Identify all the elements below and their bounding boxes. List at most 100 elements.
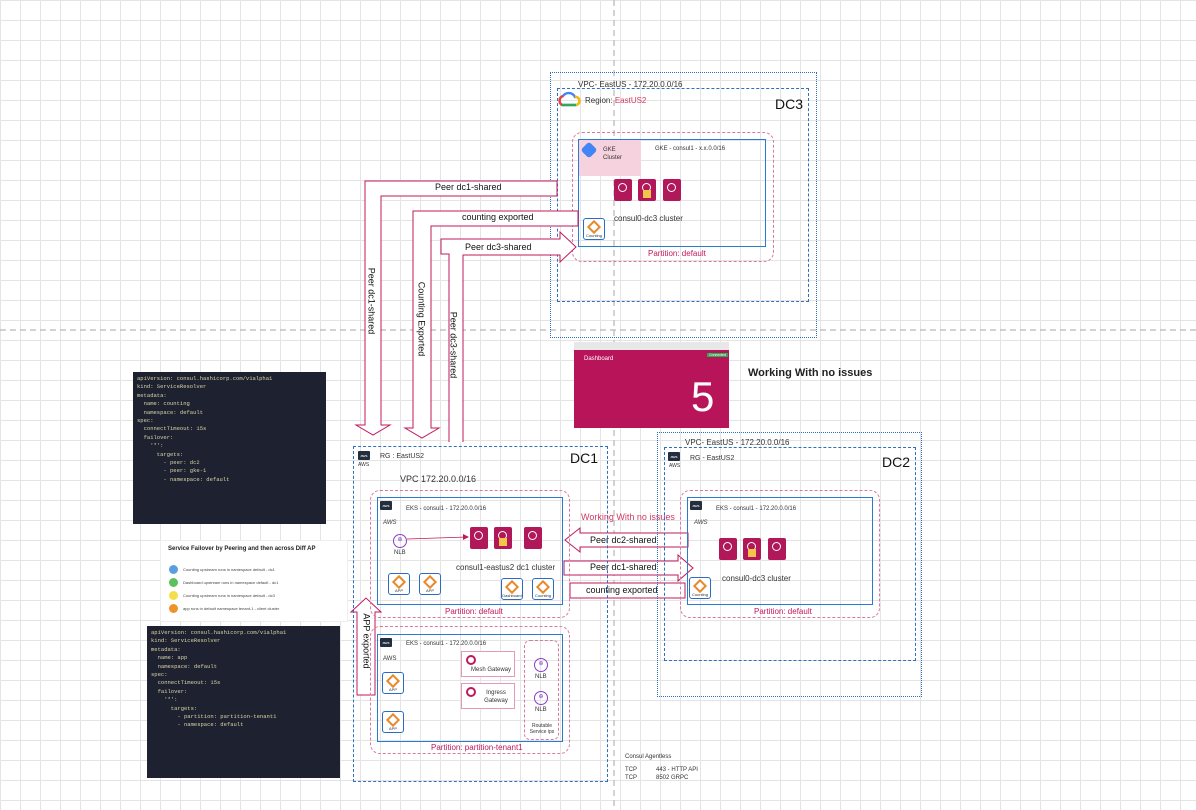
vertical-counting-exported: Counting Exported: [416, 281, 427, 357]
dc1-aws-caption: AWS: [358, 462, 370, 468]
dc1-cluster-name: consul1-eastus2 dc1 cluster: [456, 563, 556, 572]
yaml-line: spec:: [137, 417, 154, 425]
dc1-app-tile-3[interactable]: APP: [382, 672, 404, 694]
eks-icon: aws: [380, 501, 392, 510]
dc1-dashboard-tile[interactable]: Dashboard: [501, 578, 523, 600]
consul-server-icon: [719, 538, 737, 560]
yaml-line: metadata:: [137, 391, 167, 399]
yaml-line: name: app: [151, 654, 188, 662]
yaml-line: kind: ServiceResolver: [137, 383, 207, 391]
dc2-title: DC2: [882, 454, 911, 470]
dc3-region-prefix: Region:: [585, 96, 613, 105]
vertical-peer-dc3-shared: Peer dc3-shared: [448, 311, 459, 379]
legend-title: Service Failover by Peering and then acr…: [168, 546, 316, 552]
dc3-region-value: EastUS2: [614, 96, 647, 105]
ingress-gateway-label: Ingress Gateway: [484, 690, 508, 704]
dc3-counting-service[interactable]: Counting: [583, 218, 605, 240]
yaml-line: apiVersion: consul.hashicorp.com/v1alpha…: [151, 629, 287, 636]
legend-dot-green: [169, 578, 178, 587]
consul-server-icon: [470, 527, 488, 549]
app-label: APP: [388, 726, 397, 731]
dc2-vpc-label: VPC- EastUS - 172.20.0.0/16: [685, 438, 790, 447]
app-label: APP: [388, 687, 397, 692]
ingress-gateway[interactable]: Ingress Gateway: [461, 683, 515, 709]
dc2-rg-label: RG - EastUS2: [690, 455, 735, 462]
consul-server-icon: [614, 179, 632, 201]
legend-item: Dashboard upstream runs in namespace def…: [183, 580, 279, 585]
aws-icon: aws: [358, 451, 370, 460]
mesh-gateway-label: Mesh Gateway: [470, 667, 512, 673]
legend-dot-blue: [169, 565, 178, 574]
nlb-label: NLB: [535, 674, 547, 680]
yaml-line: - peer: dc2: [137, 459, 200, 467]
yaml-line: - peer: gke-1: [137, 467, 207, 475]
service-resolver-counting-yaml: apiVersion: consul.hashicorp.com/v1alpha…: [133, 372, 326, 524]
yaml-line: apiVersion: consul.hashicorp.com/v1alpha…: [137, 375, 273, 382]
dc1-app-tile-1[interactable]: APP: [388, 573, 410, 595]
nlb-icon: ⊕: [534, 691, 548, 705]
dc1-eks1-cluster: [377, 497, 563, 605]
legend-item: app runs in default namespace tenant-1 -…: [183, 606, 280, 611]
dc1-region-boundary: [353, 446, 608, 782]
agentless-row2-desc: 8502 GRPC: [656, 775, 689, 781]
eks-icon: aws: [690, 501, 702, 510]
consul-server-icon: [494, 527, 512, 549]
vertical-peer-dc1-shared: Peer dc1-shared: [366, 267, 377, 335]
dc3-cluster-label: GKE - consul1 - x.x.0.0/16: [655, 146, 726, 152]
yaml-line: connectTimeout: 15s: [151, 679, 221, 687]
dc1-vpc-label: VPC 172.20.0.0/16: [400, 474, 477, 484]
dc1-partition-tenant: [370, 626, 570, 754]
routable-service-ips-label: Routable Service ips: [529, 723, 555, 735]
yaml-line: connectTimeout: 15s: [137, 425, 207, 433]
arrow-dc2-peer-dc1-shared: Peer dc1-shared: [590, 562, 657, 572]
dc1-eks1-label: EKS - consul1 - 172.20.0.0/16: [406, 506, 487, 512]
dc1-partition-default: [370, 490, 570, 618]
dc2-aws-small: AWS: [694, 520, 708, 526]
dc1-working-text: Working With no issues: [581, 512, 675, 522]
legend-dot-orange: [169, 604, 178, 613]
agentless-row1-desc: 443 - HTTP API: [656, 767, 698, 773]
dc3-region-text: Region: EastUS2: [585, 96, 646, 105]
dc1-eks2-aws: AWS: [383, 656, 397, 662]
arrow-peer-dc1-shared: Peer dc1-shared: [435, 182, 502, 192]
dc2-vpc-boundary: [657, 432, 922, 697]
legend-item: Counting upstream runs in namespace defa…: [183, 593, 275, 598]
dc2-eks-cluster: [687, 497, 873, 605]
gcp-cloud-icon: [558, 91, 581, 107]
yaml-line: metadata:: [151, 645, 181, 653]
dc1-partition-tenant-label: Partition: partition-tenant1: [431, 743, 523, 752]
gke-badge-label: GKE Cluster: [603, 147, 623, 161]
yaml-line: name: counting: [137, 400, 190, 408]
dc2-counting-label: Counting: [691, 592, 708, 597]
arrow-peer-dc3-shared: Peer dc3-shared: [465, 242, 532, 252]
dc2-partition-label: Partition: default: [754, 607, 812, 616]
nlb-icon: ⊕: [393, 534, 407, 548]
dc1-app-tile-4[interactable]: APP: [382, 711, 404, 733]
dc1-partition-default-label: Partition: default: [445, 607, 503, 616]
yaml-line: namespace: default: [151, 662, 218, 670]
dc3-title: DC3: [775, 96, 804, 112]
mesh-gateway[interactable]: Mesh Gateway: [461, 651, 515, 677]
dashboard-connected-button[interactable]: Connected: [707, 353, 728, 357]
yaml-line: - partition: partition-tenant1: [151, 713, 277, 721]
dc2-counting-service[interactable]: Counting: [689, 577, 711, 599]
consul-server-icon: [768, 538, 786, 560]
app-label: APP: [394, 588, 403, 593]
failover-legend: Service Failover by Peering and then acr…: [160, 540, 348, 622]
arrow-peer-dc2-shared: Peer dc2-shared: [590, 535, 657, 545]
routable-service-ips-box: [524, 640, 559, 740]
dc2-eks-label: EKS - consul1 - 172.20.0.0/16: [716, 506, 797, 512]
dashboard-label: Dashboard: [502, 593, 522, 598]
consul-icon: [466, 655, 476, 665]
dc1-rg-label: RG : EastUS2: [380, 453, 424, 460]
yaml-line: '*':: [151, 696, 178, 704]
dc1-title: DC1: [570, 450, 599, 466]
dashboard-status: Working With no issues: [748, 367, 873, 379]
dc1-app-tile-2[interactable]: APP: [419, 573, 441, 595]
yaml-line: - namespace: default: [137, 475, 230, 483]
agentless-row2-proto: TCP: [625, 775, 637, 781]
yaml-line: targets:: [151, 704, 198, 712]
dashboard-screenshot: Dashboard Connected 5: [574, 342, 729, 428]
dc1-counting-tile[interactable]: Counting: [532, 578, 554, 600]
